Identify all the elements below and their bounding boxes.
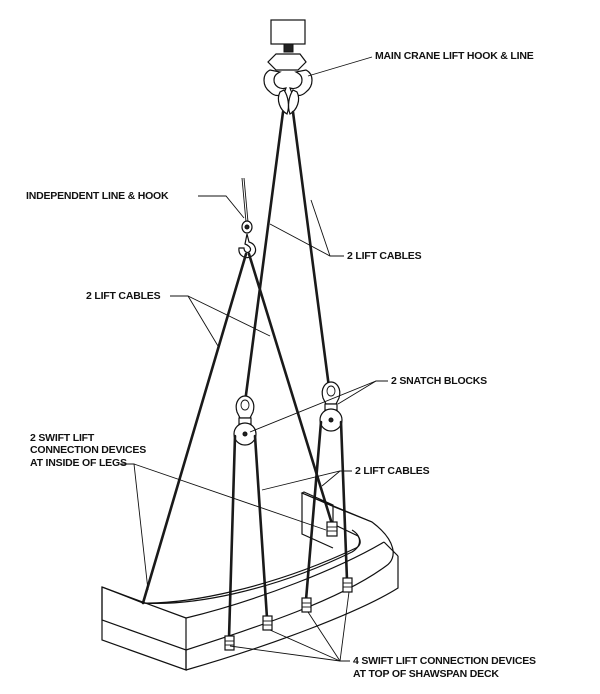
swift-lift-deck-device-3: [301, 597, 312, 613]
label-independent-line: INDEPENDENT LINE & HOOK: [26, 190, 169, 202]
independent-cable-left: [141, 252, 248, 605]
deck-cable-3: [304, 420, 323, 602]
deck-side-face: [185, 556, 399, 671]
deck-back-leg: [301, 493, 334, 549]
snatch-block-right: [319, 381, 343, 432]
main-cable-left: [242, 110, 285, 412]
deck-cable-1: [227, 434, 237, 640]
deck-cable-2: [253, 434, 269, 620]
independent-hook: [238, 233, 257, 259]
swift-lift-deck-device-4: [342, 577, 353, 593]
crane-block: [270, 19, 306, 45]
swift-lift-leg-device: [326, 521, 338, 537]
hook-left: [263, 69, 287, 97]
label-main-crane-hook: MAIN CRANE LIFT HOOK & LINE: [375, 50, 534, 62]
main-crane-hook-assembly: [263, 19, 313, 115]
leader-lines: [120, 56, 388, 662]
label-swift-lift-legs-line2: CONNECTION DEVICES: [30, 444, 146, 456]
hook-right: [289, 69, 313, 97]
deck-cable-4: [339, 420, 349, 582]
hook-shank: [283, 43, 294, 53]
independent-line: [241, 177, 247, 223]
swift-lift-deck-device-2: [262, 615, 273, 631]
label-lift-cables-top-right: 2 LIFT CABLES: [347, 250, 422, 262]
independent-hook-assembly: [238, 177, 257, 259]
swift-lift-deck-device-1: [224, 635, 235, 651]
cable-eye-left: [277, 89, 290, 115]
main-cable-right: [291, 110, 332, 397]
label-lift-cables-bottom-right: 2 LIFT CABLES: [355, 465, 430, 477]
independent-cable-right: [247, 252, 334, 526]
label-swift-lift-deck-line2: AT TOP OF SHAWSPAN DECK: [353, 668, 499, 680]
label-swift-lift-deck-line1: 4 SWIFT LIFT CONNECTION DEVICES: [353, 655, 536, 667]
label-swift-lift-legs-line3: AT INSIDE OF LEGS: [30, 457, 127, 469]
label-lift-cables-left: 2 LIFT CABLES: [86, 290, 161, 302]
deck-top-outline: [101, 491, 394, 651]
cable-eye-right: [287, 89, 300, 115]
shawspan-deck: [101, 491, 399, 671]
label-snatch-blocks: 2 SNATCH BLOCKS: [391, 375, 487, 387]
label-swift-lift-legs-line1: 2 SWIFT LIFT: [30, 432, 95, 444]
hook-head: [267, 53, 307, 71]
snatch-block-left: [233, 395, 257, 446]
